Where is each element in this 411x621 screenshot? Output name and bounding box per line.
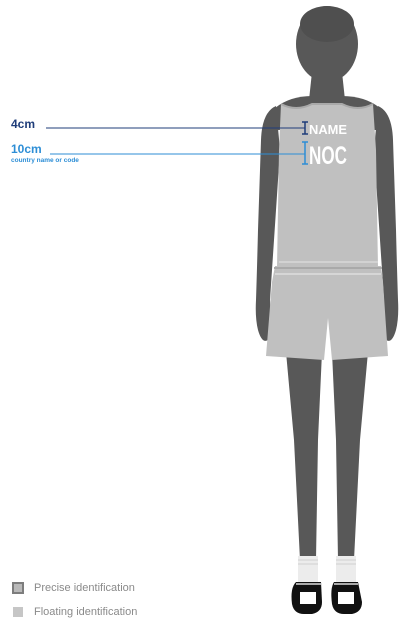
legend-floating-label: Floating identification <box>34 606 137 618</box>
legend-precise-label: Precise identification <box>34 582 135 594</box>
shoe-right <box>331 582 362 614</box>
legend-precise: Precise identification <box>12 581 135 595</box>
shorts <box>266 266 388 360</box>
shoe-left <box>292 582 323 614</box>
hair <box>300 6 354 42</box>
noc-height-label: 10cm <box>11 143 42 155</box>
floating-swatch-icon <box>13 607 23 617</box>
bib-name-text: NAME <box>309 122 347 137</box>
legend-floating: Floating identification <box>12 605 137 619</box>
noc-description-label: country name or code <box>11 157 79 164</box>
bib-noc-text: NOC <box>309 142 347 170</box>
leg-right <box>332 352 368 560</box>
precise-swatch-icon <box>12 582 24 594</box>
leg-left <box>286 352 322 560</box>
neck <box>309 72 345 100</box>
name-height-label: 4cm <box>11 118 35 130</box>
